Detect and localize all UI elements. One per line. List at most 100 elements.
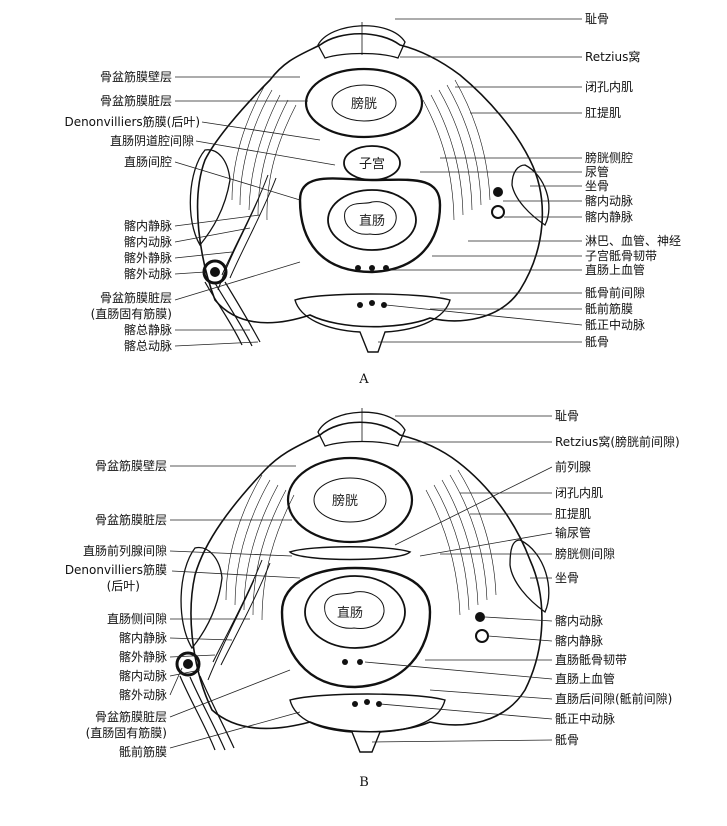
figure-b-iliac-vessels-left [207,559,271,681]
label-b-external-iliac-vein: 髂外静脉 [119,649,167,664]
label-a-common-iliac-artery: 髂总动脉 [124,338,172,353]
label-b-pelvic-parietal-fascia: 骨盆筋膜壁层 [95,458,167,473]
figure-a-ischium-left [189,149,231,247]
label-b-retzius: Retzius窝(膀胱前间隙) [555,434,680,449]
label-b-external-iliac-artery: 髂外动脉 [119,687,167,702]
figure-a-superior-rectal-vessel [355,265,361,271]
label-a-denonvilliers-fascia: Denonvilliers筋膜(后叶) [64,114,200,129]
figure-b-internal-iliac-artery-right [475,612,485,622]
figure-a-ischium-right [511,164,550,226]
figure-a: 膀胱 子宫 直肠 [189,22,550,353]
figure-b-ischium-right [509,539,550,613]
label-b-presacral-fascia: 骶前筋膜 [119,744,167,759]
label-a-presacral-space: 骶骨前间隙 [585,285,645,300]
figure-b-rectum-label: 直肠 [337,606,363,621]
label-b-lateral-rectal-space: 直肠侧间隙 [107,612,167,626]
label-b-pelvic-visceral-fascia: 骨盆筋膜脏层 [95,512,167,527]
label-a-paravesical-space: 膀胱侧腔 [585,150,633,165]
figure-b-labels-right: 耻骨 Retzius窝(膀胱前间隙) 前列腺 闭孔内肌 肛提肌 输尿管 膀胱侧间… [555,409,680,747]
figure-b-superior-rectal-vessel [342,659,348,665]
label-b-posterior-leaf: (后叶) [107,579,140,593]
label-b-paravesical-space: 膀胱侧间隙 [555,546,615,561]
figure-a-rectum [327,189,417,251]
figure-a-rectal-fascia [298,177,442,274]
label-b-ureter: 输尿管 [555,525,591,540]
figure-b-levator-right [425,469,497,616]
figure-a-levator-right [422,79,491,221]
label-a-retzius: Retzius窝 [585,49,640,64]
label-a-external-iliac-artery: 髂外动脉 [124,266,172,281]
figure-b-external-iliac-artery [175,651,201,677]
label-a-internal-iliac-vein: 髂内静脉 [124,218,172,233]
label-b-levator-ani: 肛提肌 [555,506,591,521]
figure-a-median-sacral-artery [357,302,363,308]
label-a-obturator-internus: 闭孔内肌 [585,80,633,94]
figure-a-internal-iliac-vein-right [491,205,505,219]
label-b-obturator-internus: 闭孔内肌 [555,486,603,500]
label-b-ischium: 坐骨 [555,571,579,585]
figure-a-bladder [304,67,424,139]
figure-a-leaders-left [174,76,336,347]
label-a-sacrum: 骶骨 [585,335,609,349]
label-a-levator-ani: 肛提肌 [585,105,621,120]
label-b-pelvic-visceral-fascia-2: 骨盆筋膜脏层 [95,709,167,724]
label-a-external-iliac-vein: 髂外静脉 [124,250,172,265]
figure-b: 膀胱 直肠 [175,408,550,753]
figure-a-levator-left [231,84,297,221]
figure-b-common-iliac-vessels [179,675,235,751]
label-a-lymph-vessel-nerve: 淋巴、血管、神经 [585,233,681,248]
figure-a-uterus-label: 子宫 [359,157,385,172]
figure-a-labels-right: 耻骨 Retzius窝 闭孔内肌 肛提肌 膀胱侧腔 尿管 坐骨 髂内动脉 髂内静… [585,12,681,349]
figure-a-labels-left: 骨盆筋膜壁层 骨盆筋膜脏层 Denonvilliers筋膜(后叶) 直肠阴道腔间… [64,69,200,353]
figure-a-rectum-label: 直肠 [359,214,385,229]
label-a-rectovaginal-space: 直肠阴道腔间隙 [110,133,194,148]
figure-a-pubic-bone [317,25,406,59]
figure-a-bladder-label: 膀胱 [351,96,377,112]
label-a-median-sacral-artery: 骶正中动脉 [585,317,645,332]
label-a-internal-iliac-artery-right: 髂内动脉 [585,193,633,208]
figure-b-pelvic-outline [190,421,543,733]
figure-b-internal-iliac-vein-right [475,629,489,643]
figure-b-sacrum [289,693,446,753]
label-b-median-sacral-artery: 骶正中动脉 [555,711,615,726]
label-a-pelvic-visceral-fascia-2: 骨盆筋膜脏层 [100,290,172,305]
label-b-denonvilliers-fascia: Denonvilliers筋膜 [65,562,167,577]
figure-a-sacrum [294,293,451,353]
label-a-superior-rectal-vessels: 直肠上血管 [585,262,645,277]
label-a-uterosacral-ligament: 子宫骶骨韧带 [585,248,657,263]
label-a-common-iliac-vein: 髂总静脉 [124,322,172,337]
figure-a-caption: A [358,372,369,387]
figure-b-rectal-fascia [280,566,432,689]
label-a-ureter: 尿管 [585,164,609,179]
label-a-internal-iliac-artery: 髂内动脉 [124,234,172,249]
figure-b-leaders-left [169,465,301,749]
figure-b-rectum [304,575,406,649]
figure-a-leaders-right [378,18,583,343]
label-b-internal-iliac-vein-right: 髂内静脉 [555,633,603,648]
label-b-internal-iliac-artery-right: 髂内动脉 [555,613,603,628]
label-a-pelvic-parietal-fascia: 骨盆筋膜壁层 [100,69,172,84]
label-a-ischium: 坐骨 [585,179,609,193]
figure-b-leaders-right [364,415,553,743]
figure-b-pubic-bone [317,411,406,447]
label-b-pubis: 耻骨 [555,409,579,423]
label-b-superior-rectal-vessels: 直肠上血管 [555,671,615,686]
label-b-sacrum: 骶骨 [555,733,579,747]
label-a-pubis: 耻骨 [585,12,609,26]
figure-a-internal-iliac-artery-right [493,187,503,197]
figure-b-caption: B [359,775,369,790]
label-b-rectoprostatic-space: 直肠前列腺间隙 [83,543,167,558]
figure-a-pelvic-outline [196,32,544,328]
figure-b-bladder [286,456,414,544]
label-a-rectal-space: 直肠间腔 [124,154,172,169]
figure-b-bladder-label: 膀胱 [332,493,358,509]
figure-b-levator-left [225,474,295,621]
label-b-internal-iliac-artery: 髂内动脉 [119,668,167,683]
label-a-presacral-fascia: 骶前筋膜 [585,301,633,316]
figure-b-prostate [288,546,412,561]
label-b-retrorectal-space: 直肠后间隙(骶前间隙) [555,691,672,706]
figure-a-common-iliac-vessels [204,281,261,347]
label-a-internal-iliac-vein-right: 髂内静脉 [585,209,633,224]
label-a-pelvic-visceral-fascia: 骨盆筋膜脏层 [100,93,172,108]
